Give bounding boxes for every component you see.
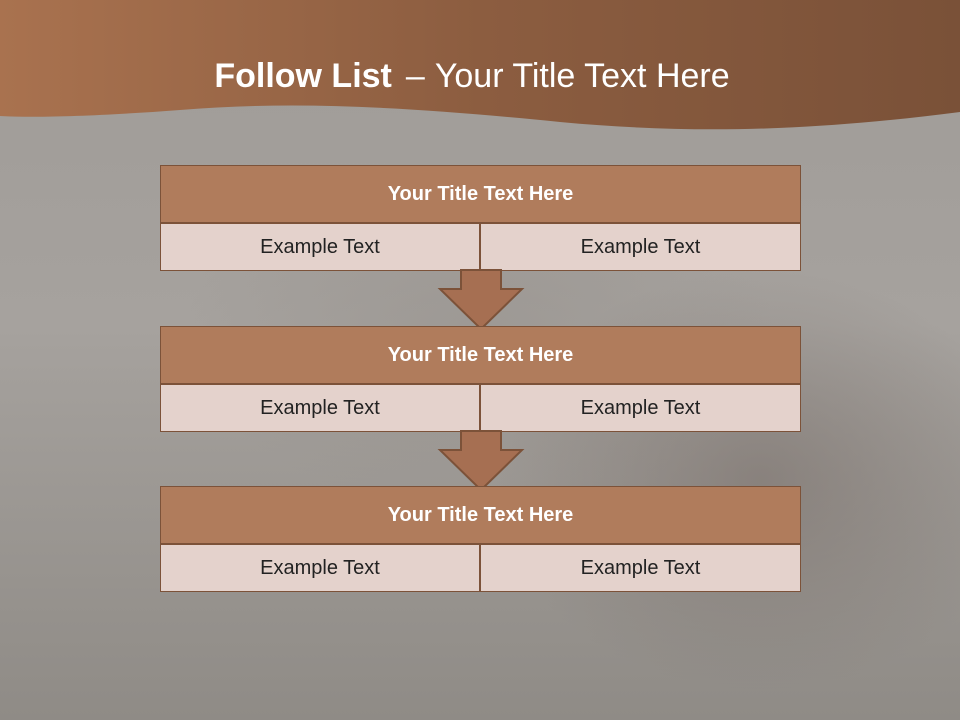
title-rest: Your Title Text Here	[434, 57, 730, 95]
step-cell-left: Example Text	[160, 223, 480, 271]
title-bold: Follow List	[214, 57, 392, 95]
down-arrow-icon	[437, 269, 525, 331]
header-band	[0, 0, 960, 130]
step-title: Your Title Text Here	[160, 486, 801, 544]
title-separator: –	[405, 57, 425, 95]
step-cell-right: Example Text	[480, 223, 801, 271]
slide-title: Follow List–Your Title Text Here	[0, 52, 944, 100]
step-title: Your Title Text Here	[160, 326, 801, 384]
step-cell-right: Example Text	[480, 384, 801, 432]
step-title: Your Title Text Here	[160, 165, 801, 223]
step-cell-right: Example Text	[480, 544, 801, 592]
down-arrow-icon	[437, 430, 525, 492]
step-cell-left: Example Text	[160, 384, 480, 432]
step-cell-left: Example Text	[160, 544, 480, 592]
